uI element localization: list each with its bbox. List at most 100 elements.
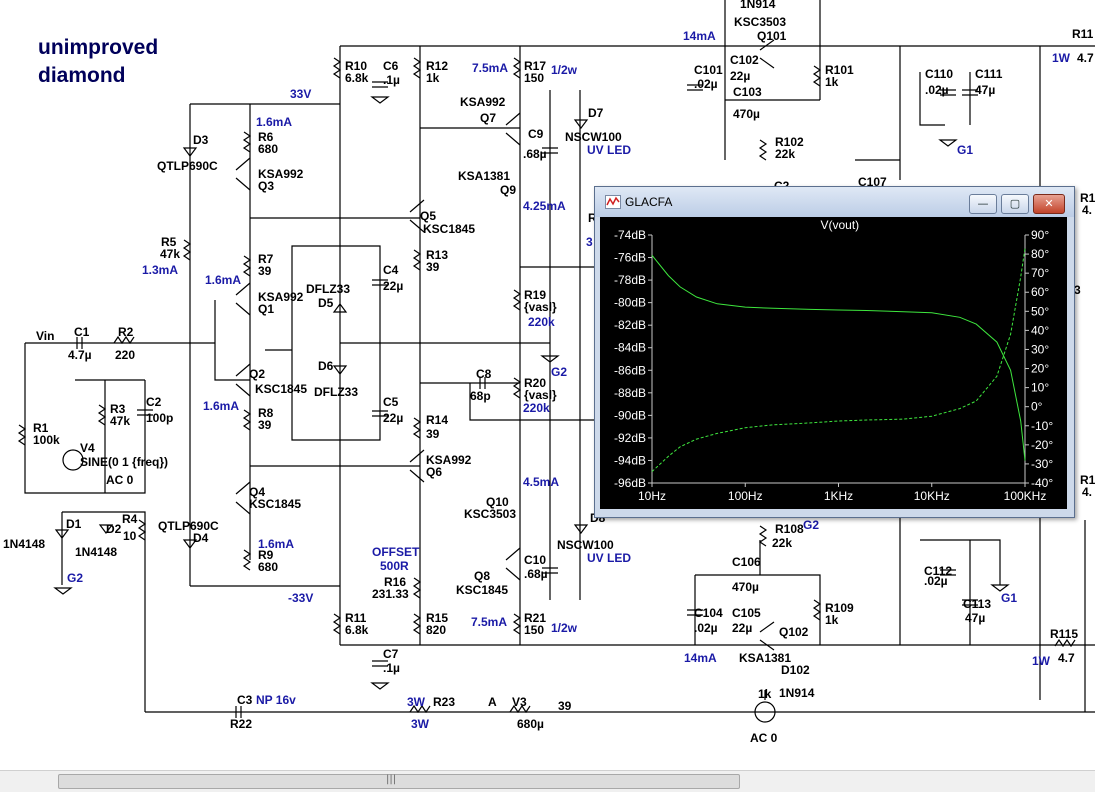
label-r22-value: 3W (411, 717, 430, 731)
resistor-r15 (412, 613, 422, 635)
horizontal-scrollbar[interactable]: ||| (0, 770, 1095, 792)
label-c104-value: .02µ (694, 621, 718, 635)
label-d3: D3 (193, 133, 209, 147)
label-r11-value: 6.8k (345, 623, 369, 637)
label-v4-ac0: AC 0 (106, 473, 134, 487)
resistor-r6 (242, 131, 252, 153)
label-c101: C101 (694, 63, 723, 77)
resistor-r20 (512, 377, 522, 399)
label-power-half-watt-top: 1/2w (551, 63, 578, 77)
label-c105-value: 22µ (732, 621, 752, 635)
cap-c110 (940, 89, 956, 96)
label-r2-value: 220 (115, 348, 135, 362)
label-c113-value: 47µ (965, 611, 985, 625)
schematic-canvas[interactable]: R10 6.8k C6 .1µ R12 1k 7.5mA R17 150 1/2… (0, 0, 1095, 770)
label-r12: R12 (426, 59, 448, 73)
label-1w-bottom: 1W (1032, 654, 1051, 668)
label-r15-value: 820 (426, 623, 446, 637)
left-tick-label: -94dB (614, 453, 646, 467)
cap-c113 (962, 599, 978, 606)
label-current-1-6ma-q4: 1.6mA (258, 537, 294, 551)
resistor-r2 (113, 335, 135, 345)
waveform-window[interactable]: GLACFA — ▢ ✕ V(vout)-74dB-76dB-78dB-80dB… (594, 186, 1075, 518)
source-v3 (754, 701, 776, 723)
label-rail-minus-33v: -33V (288, 591, 313, 605)
label-offset-500r: 500R (380, 559, 409, 573)
right-tick-label: -30° (1031, 457, 1053, 471)
label-r19-220k: 220k (528, 315, 555, 329)
label-r21-value: 150 (524, 623, 544, 637)
label-c103-value: 470µ (733, 107, 760, 121)
label-r109: R109 (825, 601, 854, 615)
label-c3-np16v: NP 16v (256, 693, 296, 707)
label-r6-value: 680 (258, 142, 278, 156)
resistor-r11 (332, 613, 342, 635)
label-current-14ma-top: 14mA (683, 29, 716, 43)
label-r14: R14 (426, 413, 448, 427)
diode-d1-d2 (54, 524, 114, 539)
label-rail-33v: 33V (290, 87, 311, 101)
label-c7-value: .1µ (383, 661, 400, 675)
label-g2-left: G2 (67, 571, 83, 585)
label-current-14ma-bottom: 14mA (684, 651, 717, 665)
label-ksa992-q6: KSA992 (426, 453, 472, 467)
label-c113: C113 (963, 597, 991, 611)
minimize-button[interactable]: — (969, 194, 997, 214)
label-r1: R1 (33, 421, 49, 435)
label-q9: Q9 (500, 183, 516, 197)
label-q6: Q6 (426, 465, 442, 479)
label-ksa1381-q9: KSA1381 (458, 169, 510, 183)
label-ksc3503-top: KSC3503 (734, 15, 786, 29)
right-tick-label: 70° (1031, 266, 1049, 280)
label-d7: D7 (588, 106, 604, 120)
scrollbar-thumb[interactable] (58, 774, 740, 789)
resistor-r108 (758, 525, 768, 547)
schematic-subtitle: diamond (38, 64, 126, 87)
label-nscw100-bottom: NSCW100 (557, 538, 614, 552)
label-dflz33-d6: DFLZ33 (314, 385, 358, 399)
left-tick-label: -78dB (614, 273, 646, 287)
label-g2-right: G2 (803, 518, 819, 532)
close-button[interactable]: ✕ (1033, 194, 1065, 214)
bode-plot: V(vout)-74dB-76dB-78dB-80dB-82dB-84dB-86… (614, 218, 1053, 503)
label-c112: C112 (924, 564, 952, 578)
transistor-q6 (409, 449, 425, 483)
label-1w-top: 1W (1052, 51, 1071, 65)
label-c10: C10 (524, 553, 546, 567)
right-tick-label: -20° (1031, 438, 1053, 452)
left-tick-label: -82dB (614, 318, 646, 332)
label-c102: C102 (730, 53, 759, 67)
label-r7: R7 (258, 252, 274, 266)
label-v4-sine: SINE(0 1 {freq}) (80, 455, 168, 469)
trace-label: V(vout) (821, 218, 860, 232)
resistor-r101 (812, 65, 822, 87)
label-r18-partial-3: 3 (586, 235, 593, 249)
waveform-app-icon (605, 195, 621, 209)
resistor-r17 (512, 57, 522, 79)
label-node-a: 39 (558, 699, 572, 713)
cap-c10 (542, 567, 558, 574)
label-c5-value: 22µ (383, 411, 403, 425)
cap-c5 (372, 410, 388, 417)
label-c6: C6 (383, 59, 399, 73)
left-tick-label: -90dB (614, 408, 646, 422)
transistor-q2 (235, 363, 251, 397)
label-r11: R11 (345, 611, 367, 625)
waveform-window-title: GLACFA (625, 195, 673, 209)
waveform-plot-area[interactable]: V(vout)-74dB-76dB-78dB-80dB-82dB-84dB-86… (600, 217, 1067, 509)
resistor-r115 (1054, 638, 1076, 648)
label-r3-value: 47k (110, 414, 130, 428)
label-c9-value: .68µ (523, 147, 547, 161)
right-tick-label: 40° (1031, 323, 1049, 337)
waveform-window-titlebar[interactable]: GLACFA — ▢ ✕ (595, 187, 1074, 217)
label-ksc1845-q5: KSC1845 (423, 222, 475, 236)
label-ksc1845-q8: KSC1845 (456, 583, 508, 597)
label-r13-value: 39 (426, 260, 440, 274)
label-uv-led-bottom: UV LED (587, 551, 631, 565)
resistor-r12 (412, 57, 422, 79)
label-r7-value: 39 (258, 264, 272, 278)
led-d3-d4 (182, 147, 198, 549)
maximize-button[interactable]: ▢ (1001, 194, 1029, 214)
label-r5-value: 47k (160, 247, 180, 261)
right-tick-label: 50° (1031, 304, 1049, 318)
